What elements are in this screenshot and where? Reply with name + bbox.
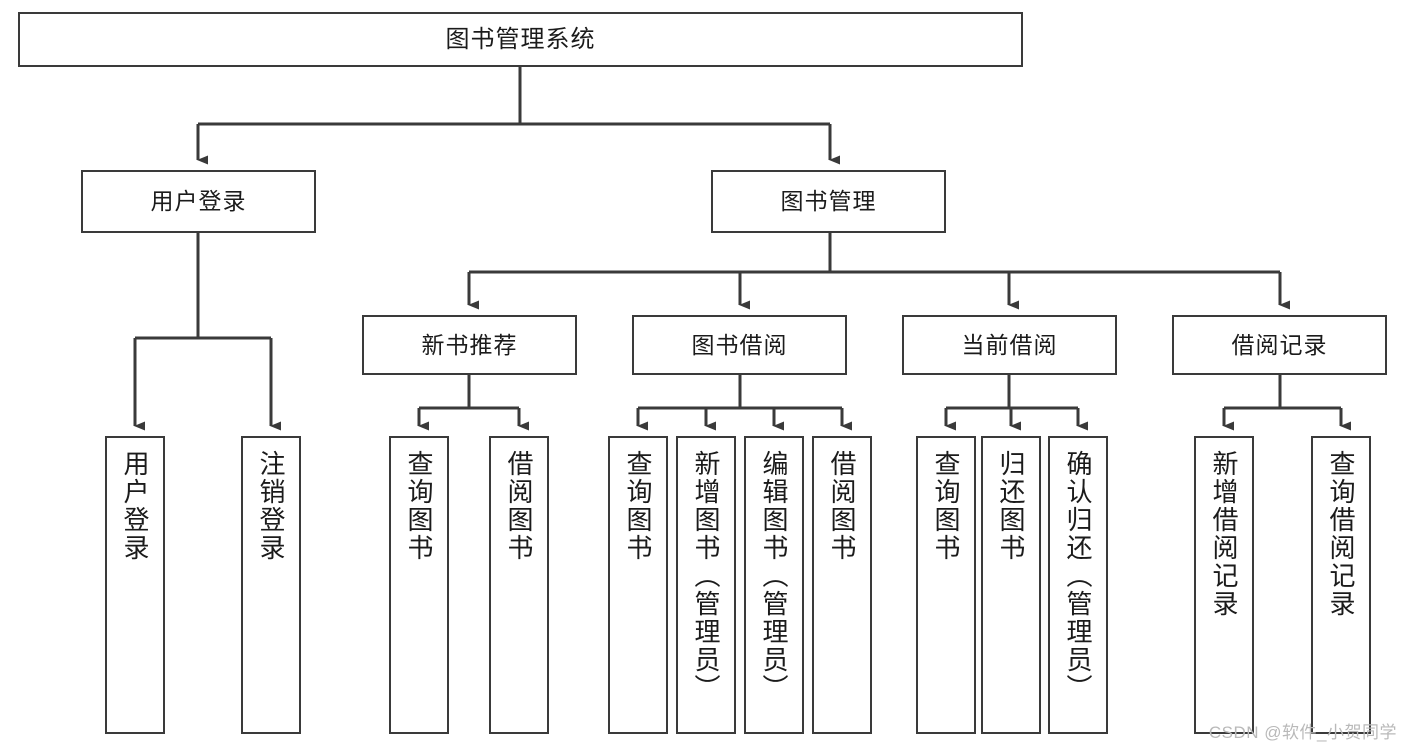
node-root-system[interactable]: 图书管理系统 xyxy=(18,12,1023,67)
node-label: 编辑图书（管理员） xyxy=(759,450,790,702)
leaf-user-login[interactable]: 用户登录 xyxy=(105,436,165,734)
node-book-borrow[interactable]: 图书借阅 xyxy=(632,315,847,375)
leaf-confirm-return-admin[interactable]: 确认归还（管理员） xyxy=(1048,436,1108,734)
node-book-management[interactable]: 图书管理 xyxy=(711,170,946,233)
leaf-edit-book-admin[interactable]: 编辑图书（管理员） xyxy=(744,436,804,734)
node-label: 注销登录 xyxy=(256,450,287,562)
node-label: 确认归还（管理员） xyxy=(1063,450,1094,702)
node-label: 新书推荐 xyxy=(421,331,518,358)
node-label: 用户登录 xyxy=(150,188,247,214)
leaf-query-book-borrow[interactable]: 查询图书 xyxy=(608,436,668,734)
leaf-add-book-admin[interactable]: 新增图书（管理员） xyxy=(676,436,736,734)
node-new-book-recommend[interactable]: 新书推荐 xyxy=(362,315,577,375)
node-label: 归还图书 xyxy=(996,450,1027,562)
node-label: 当前借阅 xyxy=(961,331,1058,358)
node-label: 查询借阅记录 xyxy=(1326,450,1357,618)
node-label: 新增借阅记录 xyxy=(1209,450,1240,618)
node-borrow-record[interactable]: 借阅记录 xyxy=(1172,315,1387,375)
node-label: 图书管理系统 xyxy=(445,25,596,53)
leaf-query-borrow-record[interactable]: 查询借阅记录 xyxy=(1311,436,1371,734)
leaf-add-borrow-record[interactable]: 新增借阅记录 xyxy=(1194,436,1254,734)
node-label: 图书管理 xyxy=(780,188,877,214)
leaf-query-book-new[interactable]: 查询图书 xyxy=(389,436,449,734)
leaf-query-book-current[interactable]: 查询图书 xyxy=(916,436,976,734)
node-label: 借阅记录 xyxy=(1231,331,1328,358)
leaf-logout[interactable]: 注销登录 xyxy=(241,436,301,734)
node-label: 用户登录 xyxy=(120,450,151,562)
node-label: 查询图书 xyxy=(623,450,654,562)
leaf-borrow-book[interactable]: 借阅图书 xyxy=(812,436,872,734)
leaf-borrow-book-new[interactable]: 借阅图书 xyxy=(489,436,549,734)
node-label: 借阅图书 xyxy=(827,450,858,562)
node-label: 借阅图书 xyxy=(504,450,535,562)
node-user-login[interactable]: 用户登录 xyxy=(81,170,316,233)
node-current-borrow[interactable]: 当前借阅 xyxy=(902,315,1117,375)
node-label: 新增图书（管理员） xyxy=(691,450,722,702)
node-label: 查询图书 xyxy=(404,450,435,562)
leaf-return-book[interactable]: 归还图书 xyxy=(981,436,1041,734)
node-label: 图书借阅 xyxy=(691,331,788,358)
node-label: 查询图书 xyxy=(931,450,962,562)
